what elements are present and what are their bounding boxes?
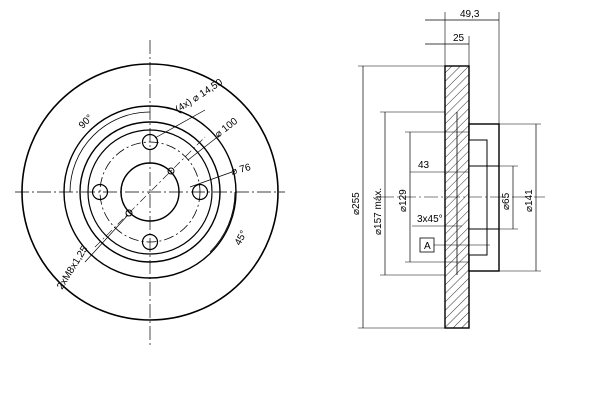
- width-disc-label: 25: [453, 33, 465, 44]
- leader-holes: [154, 109, 206, 139]
- dia-157-label: ⌀157 máx.: [373, 188, 384, 235]
- dia-255-label: ⌀255: [351, 192, 362, 215]
- leader-thread: [84, 214, 129, 263]
- side-view: 49,3 25 ⌀255 ⌀157 máx. ⌀129 43 3x45° A ⌀…: [351, 9, 545, 329]
- angle-90-arc: [69, 111, 151, 193]
- angle-45-label: 45°: [233, 229, 250, 248]
- leader-dia76: [189, 171, 233, 188]
- thread-hole-ll: [125, 209, 133, 217]
- thread-spec-label: 2xM8x1,25: [55, 244, 90, 292]
- front-view: 90° (4x) ⌀ 14,50 ⌀ 100 ⌀ 76 45° 2xM8x1,2…: [15, 40, 285, 345]
- leader-dia100: [187, 134, 221, 161]
- thread-hole-ur: [167, 167, 175, 175]
- angle-45-arc: [209, 191, 236, 253]
- width-total-label: 49,3: [460, 9, 480, 20]
- datum-label: A: [424, 241, 431, 252]
- dia-100-label: ⌀ 100: [213, 116, 240, 141]
- dim-43-label: 43: [418, 160, 430, 171]
- dia-65-label: ⌀65: [501, 192, 512, 210]
- center-line-diagonal: [94, 136, 206, 248]
- dia-76-label: ⌀ 76: [230, 162, 253, 178]
- dia-129-label: ⌀129: [398, 189, 409, 212]
- dia-141-label: ⌀141: [524, 189, 535, 212]
- chamfer-label: 3x45°: [417, 214, 443, 225]
- holes-spec-label: (4x) ⌀ 14,50: [174, 77, 225, 116]
- hub-inner-step: [468, 139, 488, 256]
